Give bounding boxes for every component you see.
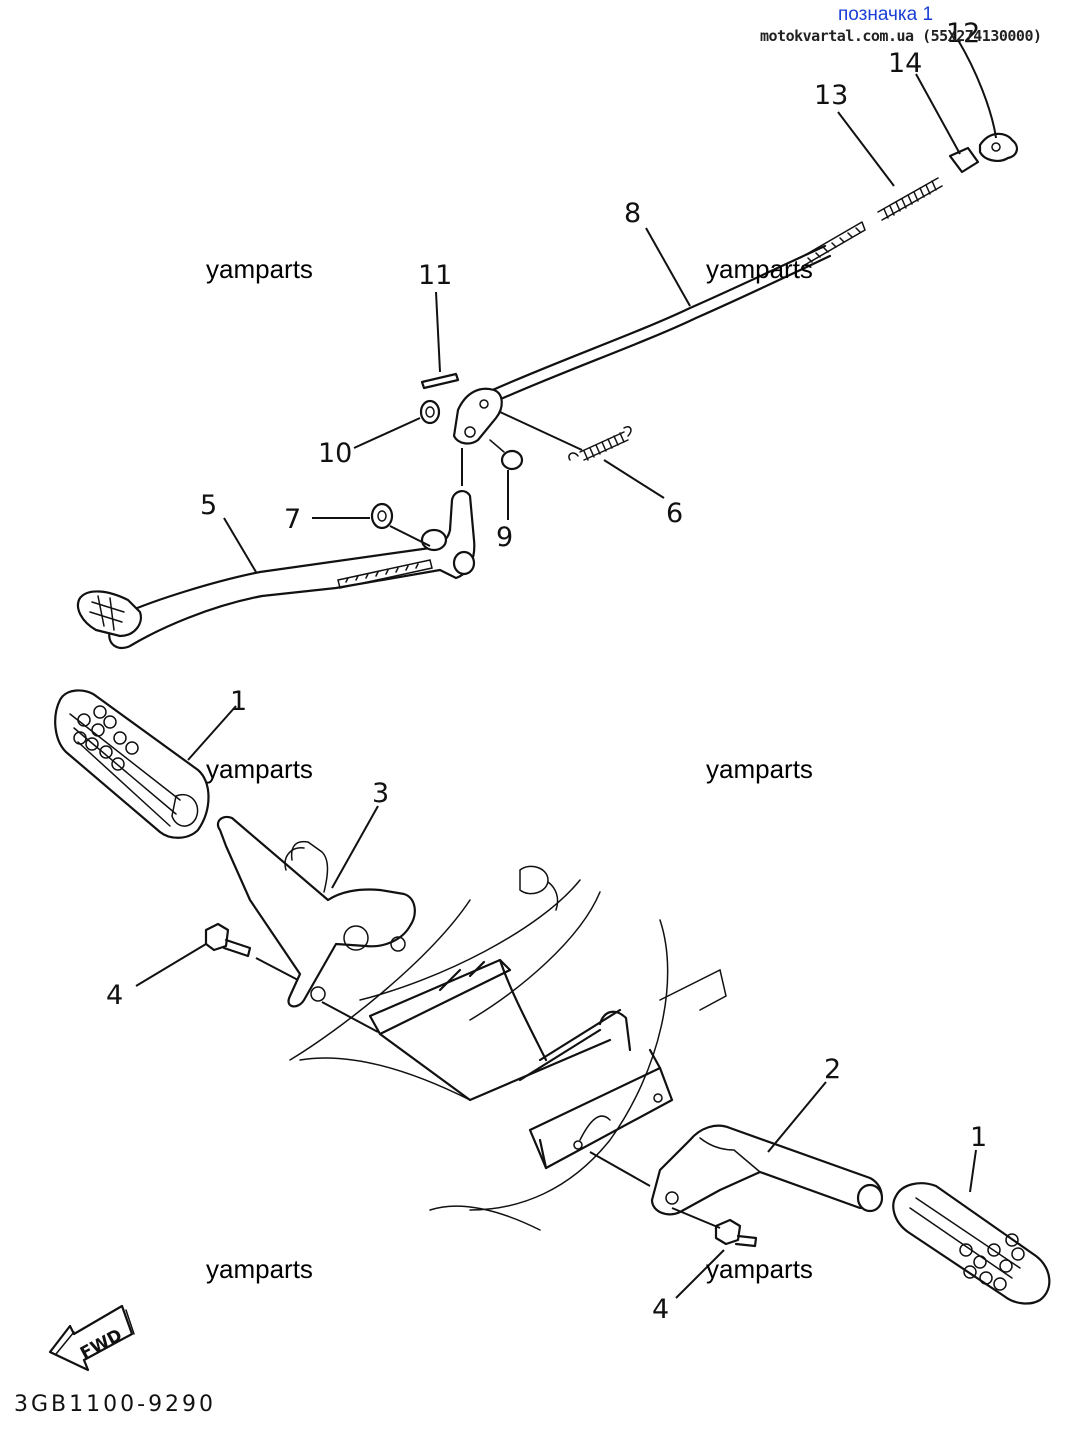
watermark-text: yamparts [206,1254,313,1284]
clevis-pin [489,439,524,471]
label-7: 7 [284,504,301,535]
part-number-labels: 12 14 13 8 11 10 9 6 7 5 1 3 4 2 1 4 [106,18,987,1325]
label-13: 13 [814,80,848,111]
watermark-text: yamparts [206,754,313,784]
adjuster-nut [948,146,980,174]
footrest-bar-left [216,815,416,1008]
cable-clevis [452,387,503,445]
frame-outline [289,865,727,1231]
label-12: 12 [946,18,980,49]
label-14: 14 [888,48,922,79]
watermarks: yamparts yamparts yamparts yamparts yamp… [206,254,813,1284]
pedal-bushing [370,502,394,530]
label-10: 10 [318,438,352,469]
stamp-title: позначка 1 [838,4,934,25]
label-5: 5 [200,490,217,521]
cable-spring [877,177,943,221]
label-1-right: 1 [970,1122,987,1153]
label-2: 2 [824,1054,841,1085]
label-11: 11 [418,260,452,291]
footrest-rubber-left [54,689,210,839]
watermark-text: yamparts [706,254,813,284]
watermark-text: yamparts [206,254,313,284]
fwd-arrow-icon: FWD [48,1304,135,1372]
washer-10 [419,399,441,425]
footrest-rubber-right [892,1182,1051,1305]
label-4-right: 4 [652,1294,669,1325]
diagram-code: 3GB1100-9290 [14,1392,217,1417]
label-1-left: 1 [230,686,247,717]
brake-cable [486,221,866,404]
watermark-text: yamparts [706,754,813,784]
brake-pedal [76,490,476,650]
label-3: 3 [372,778,389,809]
label-8: 8 [624,198,641,229]
label-4-left: 4 [106,980,123,1011]
bolt-left [204,922,252,958]
adjuster-cap [978,132,1018,162]
label-6: 6 [666,498,683,529]
stamp-source: motokvartal.com.ua (55X274130000) [760,27,1042,45]
footrest-bar-right [650,1124,884,1216]
label-9: 9 [496,522,513,553]
cotter-pin [420,372,460,390]
bolt-right [714,1218,758,1248]
watermark-text: yamparts [706,1254,813,1284]
leader-lines [135,39,997,1299]
return-spring [568,425,632,461]
